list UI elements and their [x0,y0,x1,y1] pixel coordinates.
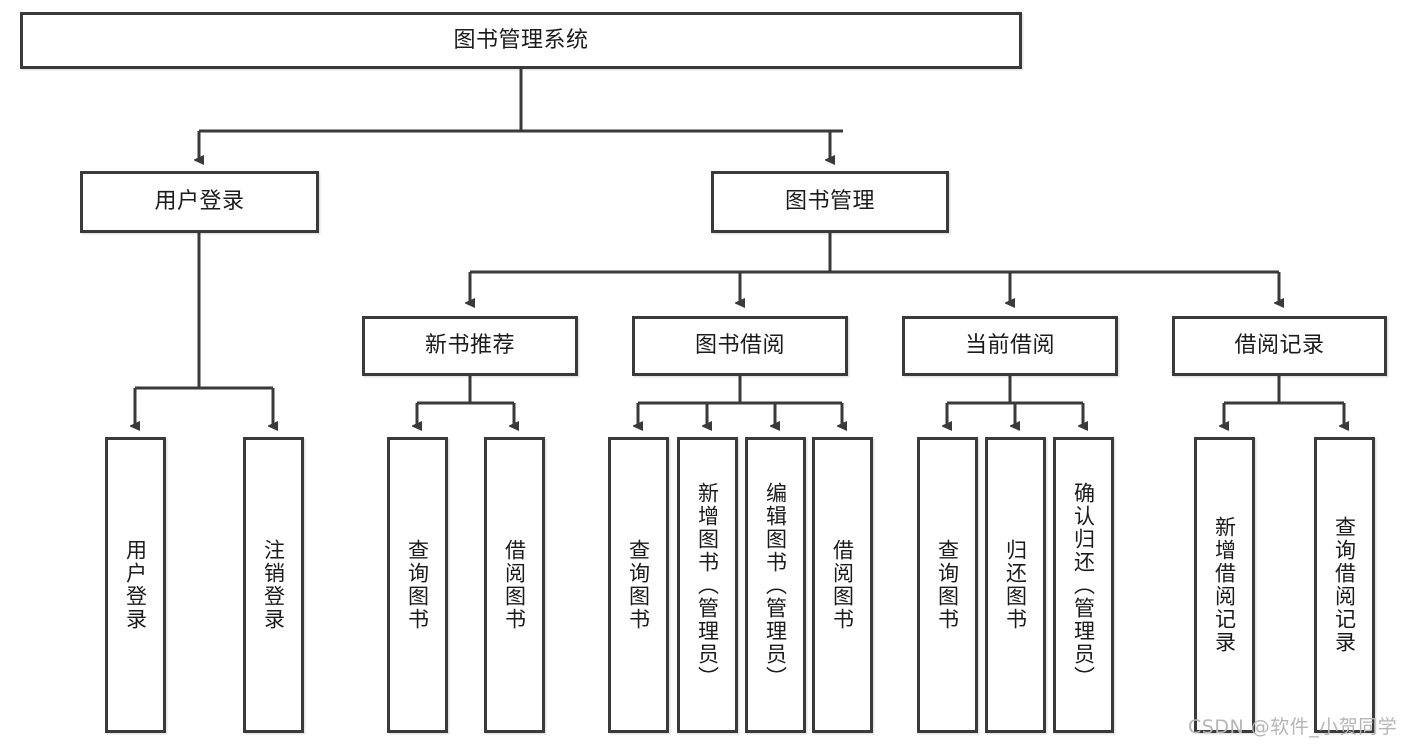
node-leaf-query-record[interactable]: 查询借阅记录 [1314,437,1375,733]
node-leaf-add-record[interactable]: 新增借阅记录 [1194,437,1255,733]
node-new-book-recommend-label: 新书推荐 [424,333,515,359]
node-leaf-borrow-book-1-label: 借阅图书 [502,539,527,631]
node-leaf-edit-book[interactable]: 编辑图书（管理员） [745,437,806,733]
node-leaf-add-record-label: 新增借阅记录 [1212,516,1237,654]
node-leaf-add-book-label: 新增图书（管理员） [695,481,720,689]
node-current-borrow[interactable]: 当前借阅 [902,316,1118,376]
node-leaf-query-book-2[interactable]: 查询图书 [608,437,669,733]
node-book-borrow[interactable]: 图书借阅 [632,316,848,376]
node-leaf-borrow-book-2[interactable]: 借阅图书 [812,437,873,733]
node-leaf-logout-login-label: 注销登录 [261,539,286,631]
csdn-watermark: CSDN @软件_小贺同学 [1188,716,1398,738]
node-book-borrow-label: 图书借阅 [694,333,785,359]
node-leaf-query-book-3[interactable]: 查询图书 [917,437,978,733]
node-leaf-user-login-label: 用户登录 [123,539,148,631]
node-borrow-record-label: 借阅记录 [1234,333,1325,359]
node-leaf-query-record-label: 查询借阅记录 [1332,516,1357,654]
node-leaf-borrow-book-1[interactable]: 借阅图书 [484,437,545,733]
node-leaf-confirm-return[interactable]: 确认归还（管理员） [1053,437,1114,733]
node-leaf-query-book-1-label: 查询图书 [405,539,430,631]
node-leaf-query-book-2-label: 查询图书 [626,539,651,631]
node-book-manage-label: 图书管理 [784,189,875,215]
node-leaf-confirm-return-label: 确认归还（管理员） [1071,481,1096,689]
node-leaf-edit-book-label: 编辑图书（管理员） [763,481,788,689]
node-leaf-query-book-1[interactable]: 查询图书 [387,437,448,733]
node-user-login-label: 用户登录 [154,189,245,215]
node-leaf-logout-login[interactable]: 注销登录 [243,437,304,733]
node-book-manage[interactable]: 图书管理 [711,171,949,233]
node-leaf-return-book[interactable]: 归还图书 [985,437,1046,733]
node-leaf-add-book[interactable]: 新增图书（管理员） [677,437,738,733]
node-leaf-return-book-label: 归还图书 [1003,539,1028,631]
node-root[interactable]: 图书管理系统 [20,12,1022,69]
node-user-login[interactable]: 用户登录 [80,171,319,233]
node-root-label: 图书管理系统 [453,27,589,53]
node-borrow-record[interactable]: 借阅记录 [1172,316,1387,376]
node-new-book-recommend[interactable]: 新书推荐 [362,316,578,376]
node-leaf-query-book-3-label: 查询图书 [935,539,960,631]
node-leaf-user-login[interactable]: 用户登录 [105,437,166,733]
node-leaf-borrow-book-2-label: 借阅图书 [830,539,855,631]
node-current-borrow-label: 当前借阅 [964,333,1055,359]
